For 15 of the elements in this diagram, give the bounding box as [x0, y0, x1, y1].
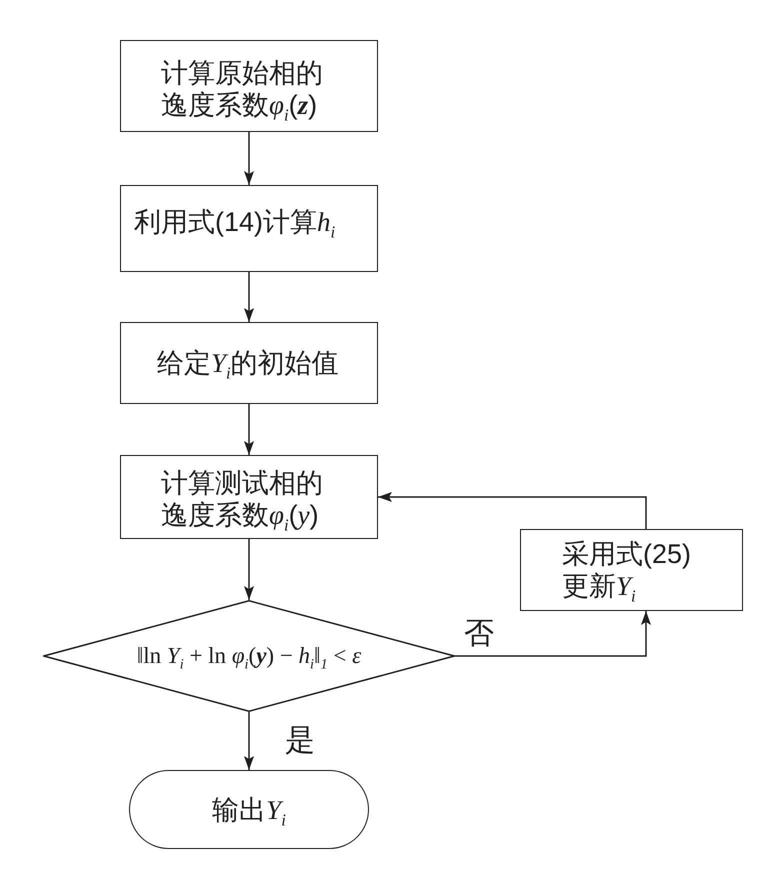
process-box: 计算原始相的逸度系数φ$_{i}$(z): [120, 40, 378, 132]
process-box: 采用式(25)更新Y$_{i}$: [520, 529, 743, 611]
process-box: 计算测试相的逸度系数φ$_{i}$(y): [120, 455, 378, 539]
arrow: [244, 132, 254, 185]
arrow: [244, 712, 254, 770]
process-box: 给定Y$_{i}$的初始值: [120, 322, 378, 404]
arrow: [244, 539, 254, 600]
edge-label: 是: [285, 724, 315, 758]
process-box: 利用式(14)计算h$_{i}$: [120, 185, 378, 272]
output-terminal: 输出Y$_{i}$: [129, 770, 369, 849]
arrow: [378, 492, 647, 529]
decision-diamond: ‖ln Y$_{i}$ + ln φ$_{i}$(y) − h$_{i}$‖$_{1}$ < ε: [43, 600, 455, 712]
arrow: [244, 272, 254, 322]
arrow: [244, 404, 254, 455]
arrow: [455, 611, 651, 657]
